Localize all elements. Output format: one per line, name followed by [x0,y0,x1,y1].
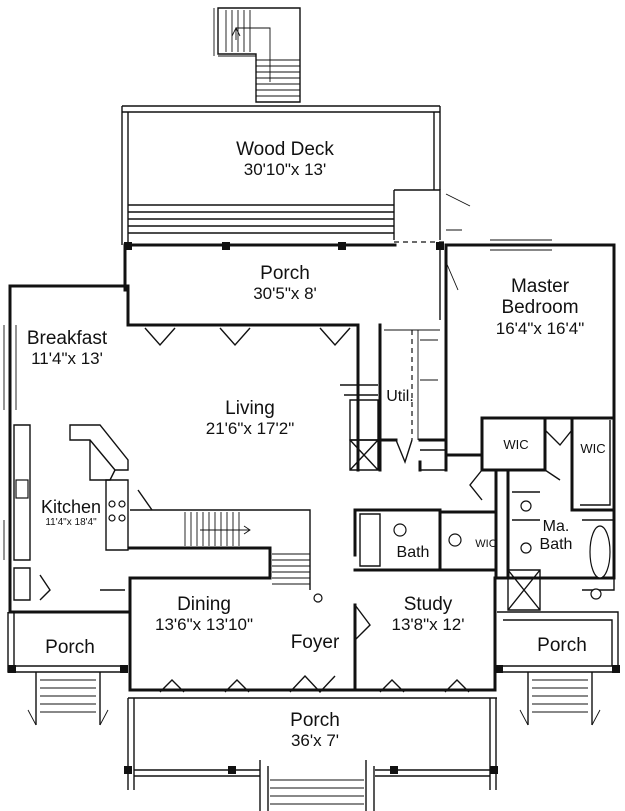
foyer-name: Foyer [290,632,340,653]
wic-left-label: WIC [492,437,540,453]
master-bedroom-name-line2: Bedroom [501,297,579,319]
porch-left-label: Porch [20,637,120,658]
back-porch-outline [123,242,459,442]
master-bedroom-size: 16'4"x 16'4" [495,318,585,338]
kitchen-label: Kitchen 11'4"x 18'4" [26,497,116,528]
main-stair [128,489,323,603]
util-label: Util. [380,388,420,406]
ma-bath-name-line2: Bath [539,535,573,553]
living-french-doors [144,327,351,347]
kitchen-fixtures [13,424,129,601]
wic-small-label: WIC [466,538,506,550]
front-porch-size: 36'x 7' [290,731,340,751]
living-label: Living 21'6"x 17'2" [170,398,330,438]
wood-deck-outline [121,105,471,245]
wic-right-label: WIC [572,441,614,457]
front-porch-outline [124,697,498,811]
front-porch-name: Porch [290,710,340,731]
side-porch-left [7,612,128,726]
living-name: Living [225,398,275,419]
breakfast-size: 11'4"x 13' [31,349,103,369]
ma-bath-name-line1: Ma. [542,518,570,535]
kitchen-size: 11'4"x 18'4" [45,517,97,529]
dining-foyer-walls [128,508,371,692]
master-bedroom-label: Master Bedroom 16'4"x 16'4" [460,276,620,338]
master-bedroom-walls [444,239,616,457]
back-porch-size: 30'5"x 8' [253,284,317,304]
front-doors [159,674,470,694]
breakfast-name: Breakfast [26,328,108,349]
dining-size: 13'6"x 13'10" [155,615,253,635]
front-porch-label: Porch 36'x 7' [230,710,400,750]
bath-label: Bath [386,544,440,562]
wic-right-name: WIC [580,441,606,456]
deck-stair [213,7,301,103]
study-size: 13'8"x 12' [391,615,465,635]
porch-right-name: Porch [537,635,587,656]
dining-name: Dining [177,594,231,615]
wood-deck-size: 30'10"x 13' [243,160,327,180]
study-label: Study 13'8"x 12' [360,594,496,634]
wood-deck-name: Wood Deck [236,139,334,160]
porch-right-label: Porch [510,635,614,656]
wic-small-name: WIC [475,538,497,550]
kitchen-name: Kitchen [40,497,102,517]
wic-left-name: WIC [503,437,529,452]
util-name: Util. [386,388,414,405]
ma-bath-label: Ma. Bath [530,518,582,554]
dining-label: Dining 13'6"x 13'10" [130,594,278,634]
back-porch-label: Porch 30'5"x 8' [200,263,370,303]
bath-study-walls [353,416,616,611]
foyer-label: Foyer [280,632,350,653]
porch-left-name: Porch [45,637,95,658]
master-bedroom-name-line1: Master [510,276,570,297]
bath-name: Bath [396,544,430,561]
study-name: Study [403,594,453,615]
breakfast-label: Breakfast 11'4"x 13' [8,328,126,368]
back-porch-name: Porch [260,263,310,284]
living-size: 21'6"x 17'2" [205,419,295,439]
side-porch-right [495,611,620,726]
wood-deck-label: Wood Deck 30'10"x 13' [200,139,370,179]
interior-walls-center [340,323,448,472]
